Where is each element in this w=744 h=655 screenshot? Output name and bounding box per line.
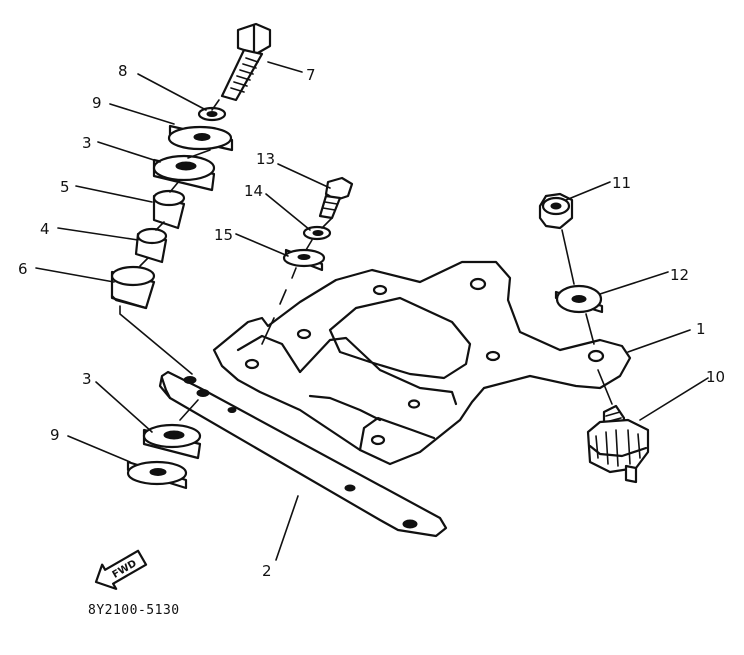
part-7-bolt [220,22,272,102]
callout-2: 2 [262,562,272,580]
part-13-bolt [318,176,354,220]
part-4-collar [134,227,168,264]
callout-10: 10 [706,368,725,386]
part-11-nut [538,192,574,230]
part-3-upper-spacer [152,154,216,192]
part-12-washer [554,284,604,314]
callout-3-upper: 3 [82,134,92,152]
forward-arrow: FWD [94,549,148,590]
diagram-code: 8Y2100-5130 [88,603,180,618]
callout-9-lower: 9 [50,426,60,444]
part-6-bushing [110,265,156,310]
callout-6: 6 [18,260,28,278]
part-8-washer [197,106,227,122]
callout-12: 12 [670,266,689,284]
part-10-rubber-mount [586,404,650,484]
callout-numbers: 7 8 9 3 5 4 6 13 14 15 11 12 1 10 3 9 2 [18,62,725,580]
part-5-collar [152,189,186,230]
callout-4: 4 [40,220,50,238]
part-3-lower-spacer [142,423,202,460]
callout-7: 7 [306,66,316,84]
callout-8: 8 [118,62,128,80]
callout-3-lower: 3 [82,370,92,388]
callout-9-upper: 9 [92,94,102,112]
leader-lines [35,61,709,561]
callout-11: 11 [612,174,631,192]
part-2-lower-rail [158,370,448,538]
callout-5: 5 [60,178,70,196]
callout-15: 15 [214,226,233,244]
callout-13: 13 [256,150,275,168]
part-15-washer [282,248,326,272]
callout-14: 14 [244,182,263,200]
part-9-upper-washer [167,124,234,152]
part-1-mounting-plate [212,260,632,466]
callout-1: 1 [696,320,706,338]
part-9-lower-washer [126,460,188,490]
assembly-lines [119,99,613,421]
